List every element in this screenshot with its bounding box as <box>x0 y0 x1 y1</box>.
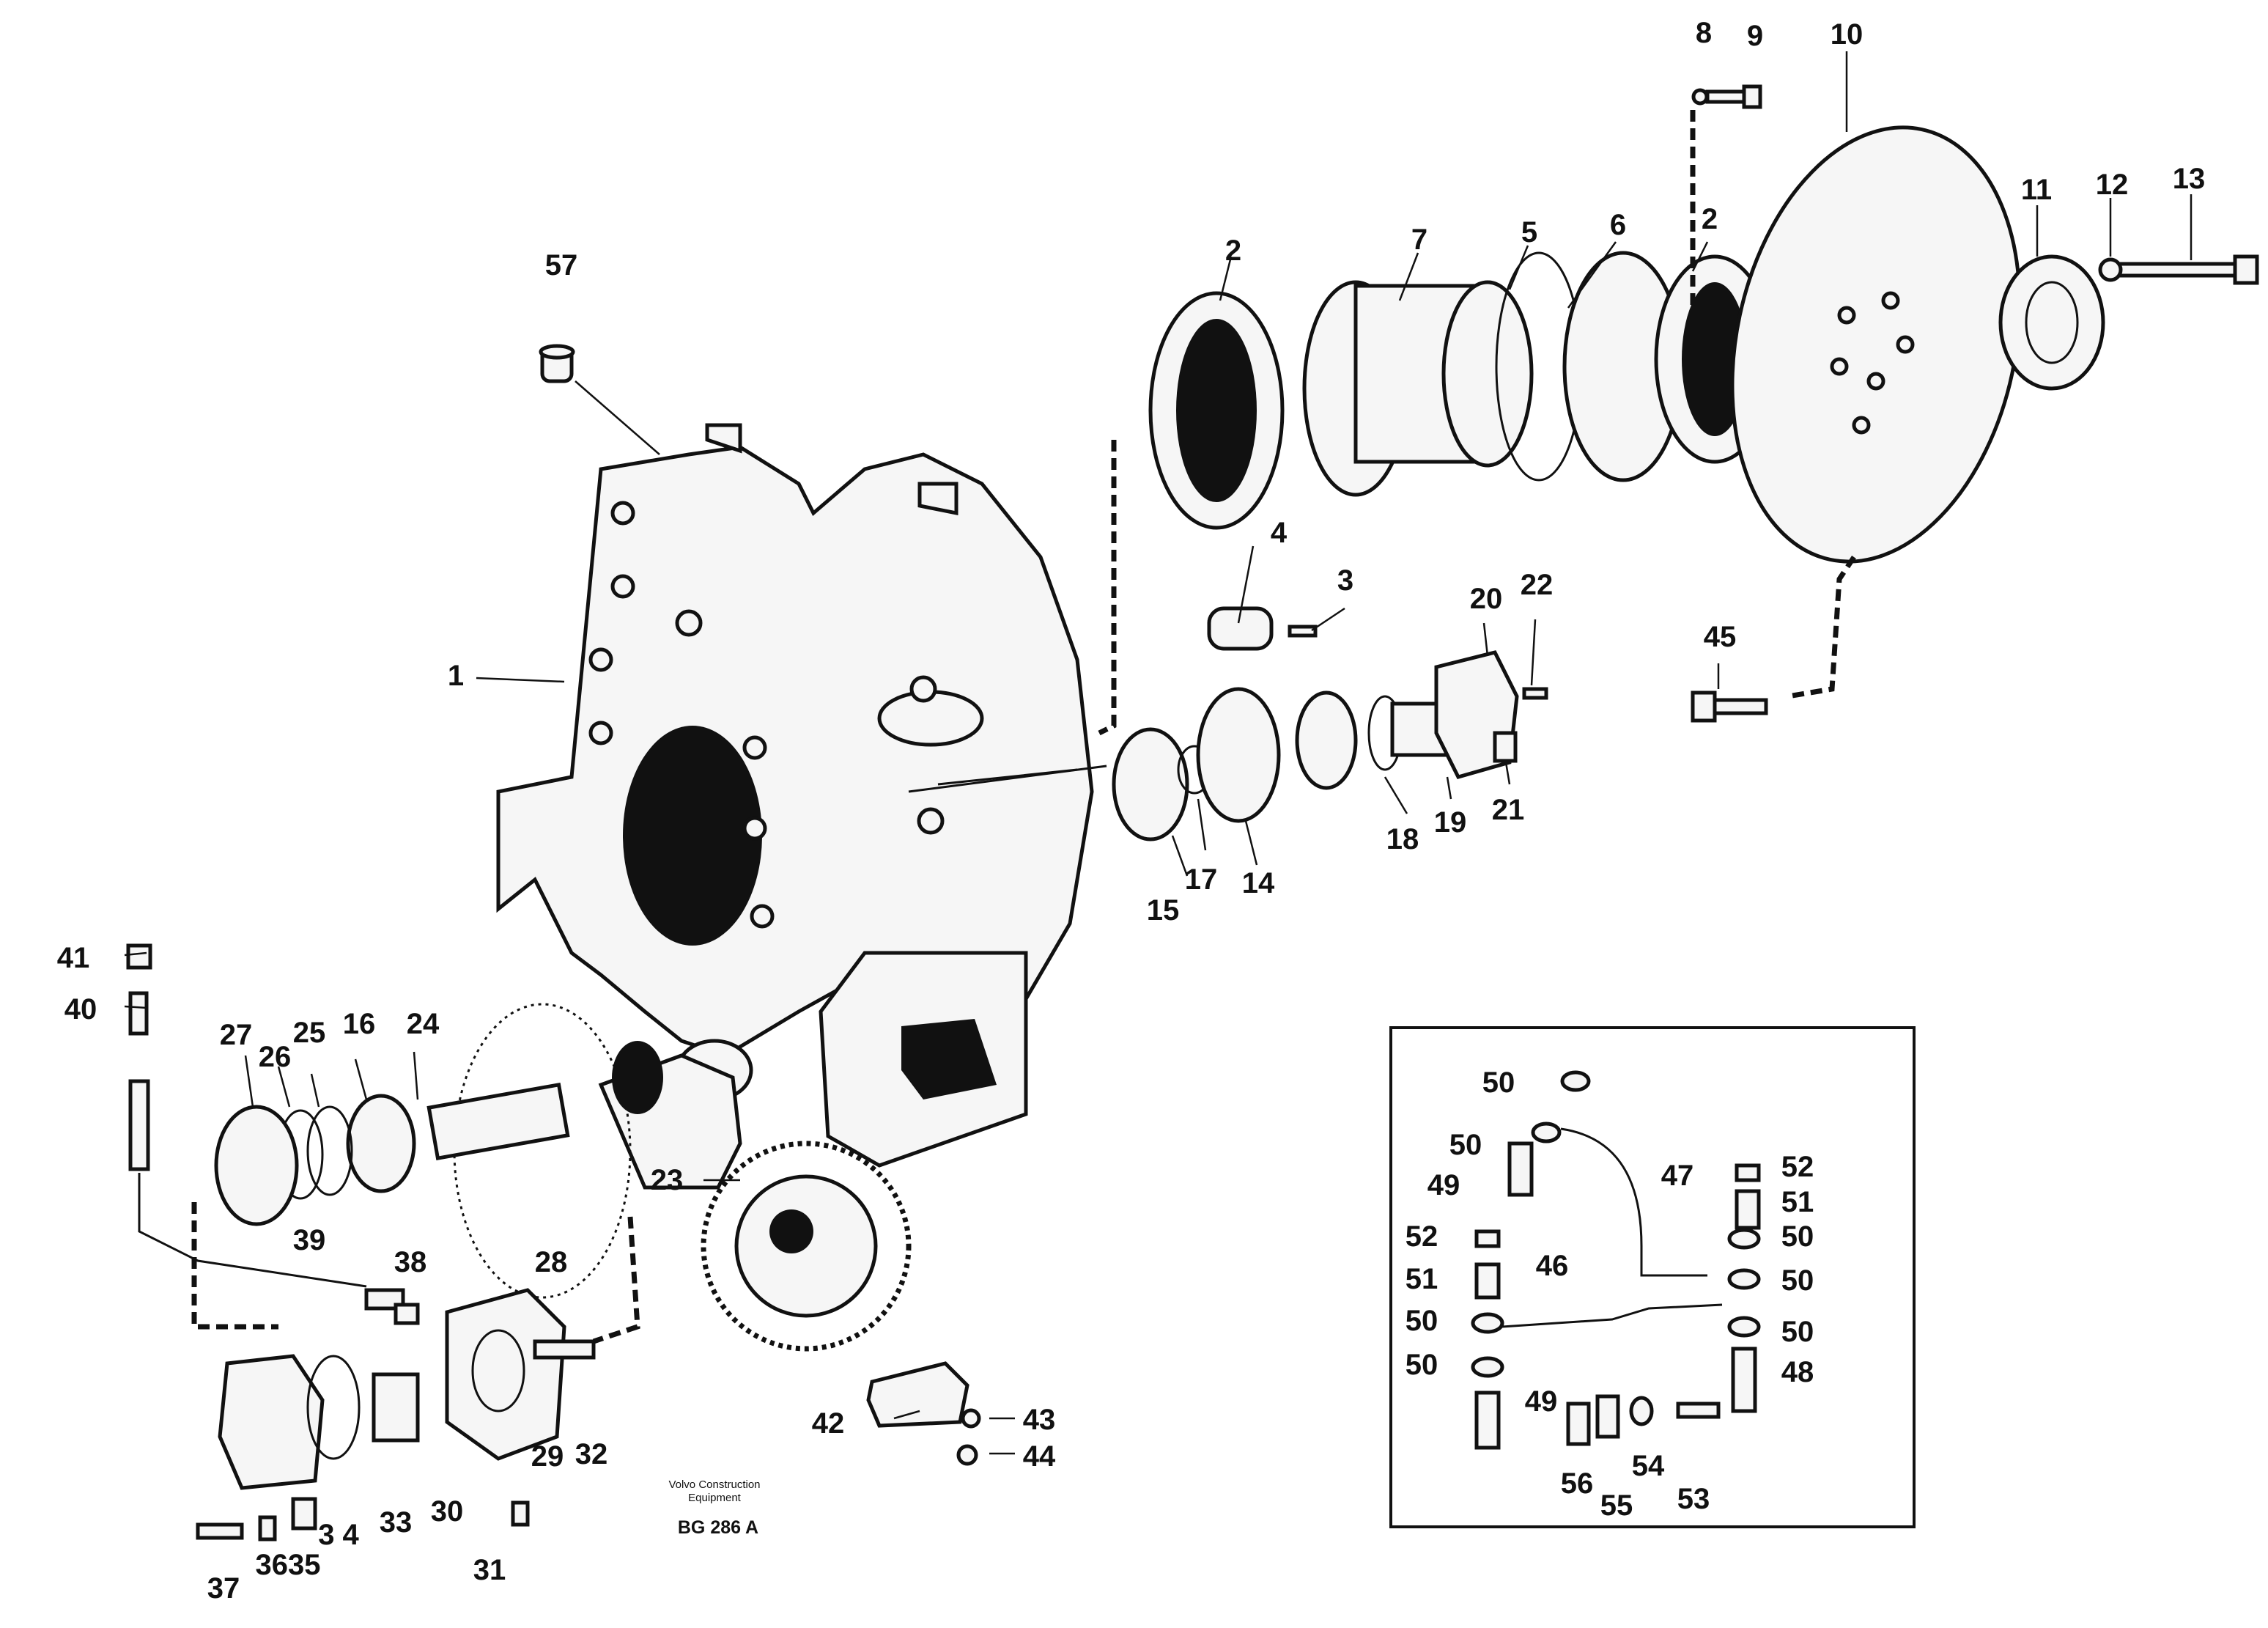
inset-label-51-a: 51 <box>1406 1263 1438 1295</box>
inset-label-50-b: 50 <box>1449 1129 1482 1161</box>
label-part-21: 21 <box>1492 794 1525 826</box>
label-part-2: 2 <box>1225 235 1241 267</box>
inset-label-52-a: 52 <box>1406 1220 1438 1253</box>
inset-label-51-b: 51 <box>1781 1186 1814 1218</box>
inset-label-49-b: 49 <box>1525 1385 1558 1418</box>
label-parts-36-35: 3635 <box>256 1549 321 1581</box>
label-part-8: 8 <box>1696 17 1712 49</box>
label-part-32: 32 <box>575 1438 608 1470</box>
footer-company-line1: Volvo Construction <box>668 1478 760 1491</box>
fittings-left <box>126 943 640 1344</box>
label-part-12: 12 <box>2096 169 2129 201</box>
label-part-40: 40 <box>64 993 97 1025</box>
label-part-16: 16 <box>343 1008 376 1040</box>
label-part-14: 14 <box>1242 867 1275 899</box>
inset-label-52-b: 52 <box>1781 1151 1814 1183</box>
label-part-13: 13 <box>2173 163 2206 195</box>
label-part-54: 54 <box>1632 1450 1665 1482</box>
label-part-43: 43 <box>1023 1404 1056 1436</box>
label-part-53: 53 <box>1677 1483 1710 1515</box>
inset-detail <box>1389 1026 1916 1528</box>
label-part-44: 44 <box>1023 1440 1056 1473</box>
label-part-6: 6 <box>1610 209 1626 241</box>
label-part-22: 22 <box>1521 569 1554 601</box>
label-part-23: 23 <box>651 1164 684 1196</box>
footer-company-line2: Equipment <box>688 1492 742 1504</box>
label-part-11: 11 <box>2021 174 2052 206</box>
label-part-57: 57 <box>545 249 578 281</box>
label-part-18: 18 <box>1386 823 1419 855</box>
label-part-55: 55 <box>1600 1489 1633 1522</box>
label-part-42: 42 <box>812 1407 845 1440</box>
label-part-5: 5 <box>1521 216 1537 248</box>
footer-drawing-code: BG 286 A <box>678 1517 758 1538</box>
label-part-27: 27 <box>220 1019 253 1051</box>
inset-label-50-d: 50 <box>1406 1349 1438 1381</box>
label-part-46: 46 <box>1536 1250 1569 1282</box>
label-part-15: 15 <box>1147 894 1180 927</box>
label-part-26: 26 <box>259 1041 292 1073</box>
label-part-9: 9 <box>1747 20 1763 52</box>
plug-part-57 <box>539 344 575 383</box>
pump-assembly <box>196 1288 596 1542</box>
inset-label-49-a: 49 <box>1427 1169 1460 1201</box>
label-part-37: 37 <box>207 1572 240 1605</box>
inset-label-50-g: 50 <box>1781 1316 1814 1348</box>
label-part-41: 41 <box>57 942 90 974</box>
label-part-19: 19 <box>1434 806 1467 839</box>
coupling-group <box>1098 110 1776 736</box>
label-part-1: 1 <box>448 660 464 692</box>
label-part-45: 45 <box>1704 621 1737 653</box>
label-part-7: 7 <box>1411 224 1427 256</box>
label-part-24: 24 <box>407 1008 440 1040</box>
housing-part-1 <box>496 423 1094 1190</box>
leader-lines <box>124 51 2193 1455</box>
label-part-31: 31 <box>473 1554 506 1586</box>
label-part-2-b: 2 <box>1702 203 1718 235</box>
drive-gear-group <box>908 606 1548 841</box>
label-part-38: 38 <box>394 1246 427 1278</box>
label-part-17: 17 <box>1185 863 1218 896</box>
part-number-labels: 1 2 2 3 4 5 6 7 8 9 10 11 12 13 14 15 16… <box>57 17 2206 1605</box>
label-part-29: 29 <box>531 1440 564 1473</box>
gear-part-23 <box>701 1141 912 1352</box>
label-part-25: 25 <box>293 1017 326 1049</box>
label-part-47: 47 <box>1661 1160 1694 1192</box>
label-part-3: 3 <box>1337 564 1353 597</box>
label-part-48: 48 <box>1781 1356 1814 1388</box>
part-drawings <box>124 51 2259 1542</box>
label-part-20: 20 <box>1470 583 1503 615</box>
footer: Volvo Construction Equipment BG 286 A <box>668 1478 760 1538</box>
label-part-56: 56 <box>1561 1467 1594 1500</box>
inset-label-50-c: 50 <box>1406 1305 1438 1337</box>
label-part-10: 10 <box>1831 18 1863 51</box>
label-part-39: 39 <box>293 1224 326 1256</box>
inset-label-50-e: 50 <box>1781 1220 1814 1253</box>
flex-plate-part-10 <box>1730 125 2022 699</box>
label-part-30: 30 <box>431 1495 464 1528</box>
inset-label-50-f: 50 <box>1781 1264 1814 1297</box>
shaft-assembly-left <box>214 1003 663 1299</box>
hub-and-bolts <box>1691 84 2259 723</box>
inset-label-50-a: 50 <box>1482 1067 1515 1099</box>
cover-part-42 <box>866 1361 981 1466</box>
label-part-33: 33 <box>380 1506 413 1539</box>
label-part-28: 28 <box>535 1246 568 1278</box>
label-parts-34: 3 4 <box>318 1519 359 1551</box>
label-part-4: 4 <box>1271 517 1288 549</box>
